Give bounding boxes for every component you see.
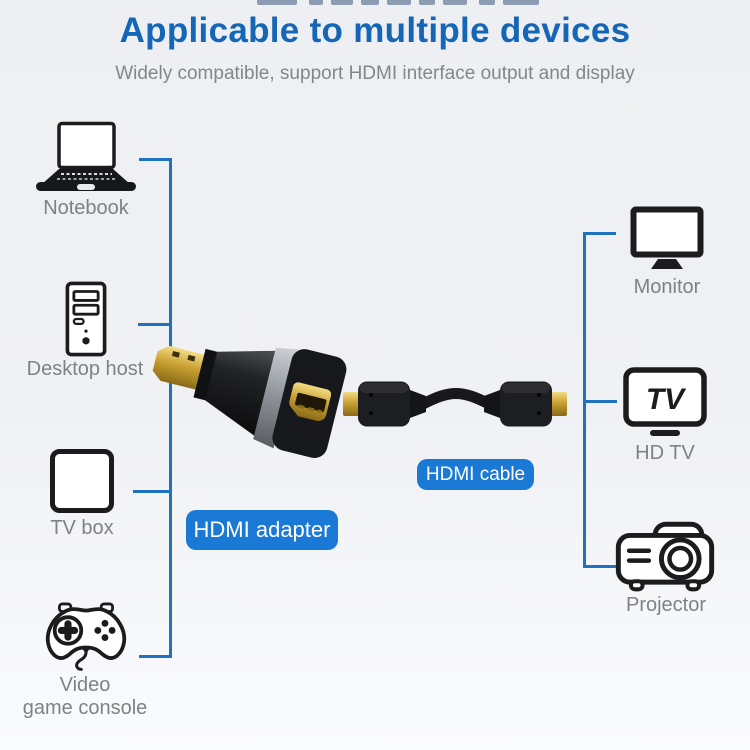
cutoff-text-fragment: [443, 0, 467, 5]
hdmi-adapter-photo: [150, 316, 347, 466]
hdtv-connector-line: [583, 400, 617, 403]
desktop-host-connector-line: [138, 323, 172, 326]
hdtv-label: HD TV: [635, 442, 695, 464]
notebook-label: Notebook: [43, 197, 129, 219]
notebook-connector-line: [139, 158, 172, 161]
desktop-host-label: Desktop host: [26, 358, 144, 380]
game-console-label-line2: game console: [22, 697, 148, 719]
monitor-icon: [630, 206, 704, 270]
desktop-host-icon: [62, 281, 110, 357]
game-console-label: Video game console: [5, 674, 165, 720]
page-title: Applicable to multiple devices: [119, 11, 631, 50]
cutoff-text-fragment: [361, 0, 379, 5]
notebook-icon: [34, 121, 138, 199]
monitor-connector-line: [583, 232, 616, 235]
cutoff-text-fragment: [257, 0, 297, 5]
projector-icon: [615, 521, 715, 592]
monitor-label: Monitor: [633, 276, 701, 298]
projector-connector-line: [583, 565, 616, 568]
projector-label: Projector: [625, 594, 707, 616]
tv-box-label: TV box: [50, 517, 114, 539]
hdtv-screen-text: TV: [646, 383, 687, 416]
cutoff-text-fragment: [479, 0, 495, 5]
game-console-label-line1: Video: [59, 674, 111, 696]
game-console-icon: [38, 602, 134, 676]
cutoff-text-fragment: [419, 0, 435, 5]
hdmi-cable-label-badge: HDMI cable: [417, 459, 534, 490]
page-subtitle: Widely compatible, support HDMI interfac…: [115, 63, 635, 84]
cutoff-text-fragment: [503, 0, 539, 5]
cutoff-text-fragment: [331, 0, 353, 5]
game-console-connector-line: [139, 655, 172, 658]
cutoff-text-fragment: [387, 0, 411, 5]
cutoff-text-fragment: [309, 0, 323, 5]
left-bracket-vertical-line: [169, 158, 172, 658]
tv-box-connector-line: [133, 490, 172, 493]
tv-box-icon: [49, 448, 115, 514]
hdmi-cable-photo: [342, 377, 568, 433]
hdtv-icon: TV: [623, 367, 707, 437]
hdmi-adapter-label-badge: HDMI adapter: [186, 510, 338, 550]
